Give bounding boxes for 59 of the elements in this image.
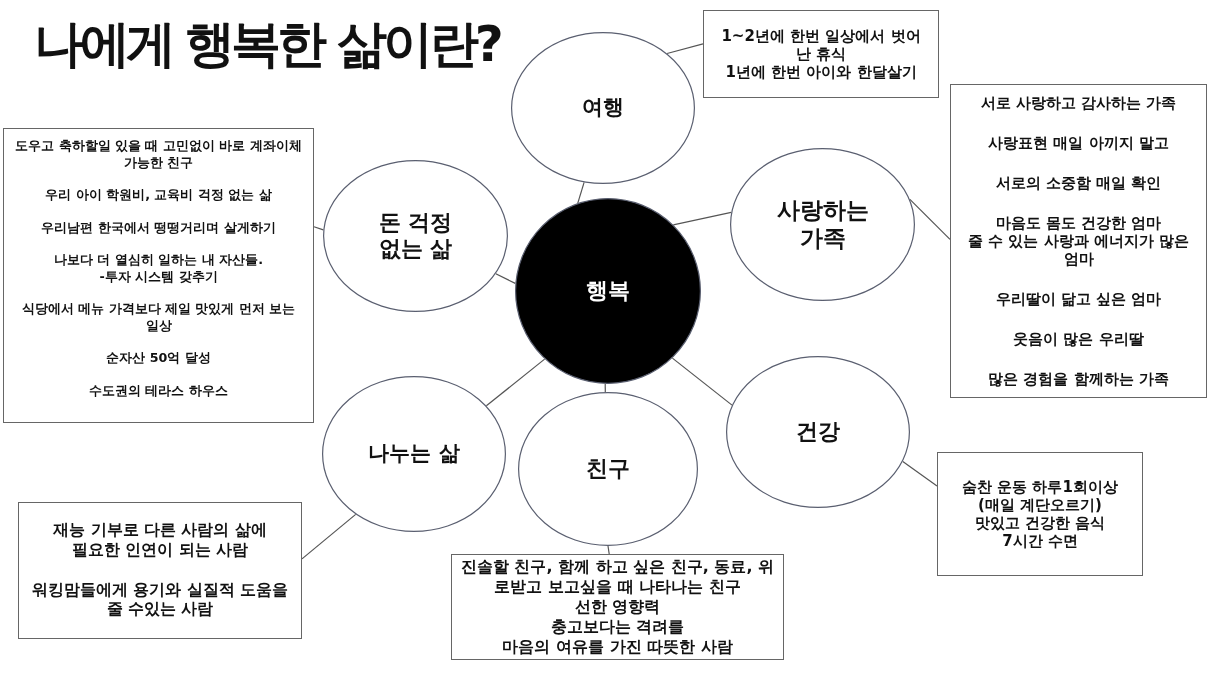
connector-line <box>577 181 585 204</box>
connector-line <box>666 43 704 55</box>
note-box <box>937 452 1143 576</box>
note-box <box>18 502 302 639</box>
topic-label: 여행 <box>581 95 625 121</box>
note-text: -투자 시스템 갖추기 <box>98 268 219 285</box>
note-text: 웃음이 많은 우리딸 <box>1012 330 1145 348</box>
note-text: 진솔할 친구, 함께 하고 싶은 친구, 동료, 위로받고 보고싶을 때 나타나는 친구 <box>460 557 775 597</box>
connector-line <box>672 211 732 226</box>
center-label: 행복 <box>585 277 631 305</box>
connector-line <box>495 273 516 284</box>
note-text: 맛있고 건강한 음식 <box>974 514 1106 532</box>
note-text: 숨찬 운동 하루1회이상 (매일 계단오르기) <box>961 478 1119 514</box>
topic-ellipse <box>322 376 506 532</box>
note-text: 1년에 한번 아이와 한달살기 <box>724 63 918 81</box>
note-box <box>703 10 939 98</box>
note-text: 많은 경험을 함께하는 가족 <box>987 370 1170 388</box>
topic-ellipse <box>726 356 910 508</box>
note-text: 우리남편 한국에서 떵떵거리며 살게하기 <box>40 219 277 236</box>
topic-ellipse <box>730 148 915 301</box>
note-text: 사랑표현 매일 아끼지 말고 <box>987 134 1170 152</box>
topic-ellipse <box>518 392 698 546</box>
note-text: 선한 영향력 <box>574 597 661 617</box>
topic-label: 친구 <box>585 455 631 483</box>
connector-line <box>909 198 951 240</box>
topic-label: 돈 걱정 없는 삶 <box>378 209 453 263</box>
diagram-title: 나에게 행복한 삶이란? <box>34 14 500 74</box>
note-text: 서로의 소중함 매일 확인 <box>995 174 1162 192</box>
note-text: 순자산 50억 달성 <box>105 350 212 367</box>
note-text: 우리딸이 닮고 싶은 엄마 <box>995 290 1162 308</box>
note-text: 충고보다는 격려를 <box>550 617 685 637</box>
topic-ellipse <box>511 32 695 184</box>
connector-line <box>313 226 324 231</box>
note-box <box>950 84 1207 398</box>
note-text: 재능 기부로 다른 사람의 삶에 필요한 인연이 되는 사람 <box>52 521 268 561</box>
note-text: 마음의 여유를 가진 따뜻한 사람 <box>501 637 734 657</box>
note-text: 우리 아이 학원비, 교육비 걱정 없는 삶 <box>44 187 273 204</box>
note-text: 수도권의 테라스 하우스 <box>88 382 229 399</box>
topic-label: 건강 <box>795 418 841 446</box>
note-text: 나보다 더 열심히 일하는 내 자산들. <box>53 252 264 269</box>
note-box <box>3 128 314 423</box>
note-text: 워킹맘들에게 용기와 실질적 도움을 줄 수있는 사람 <box>31 580 289 620</box>
center-circle <box>515 198 701 384</box>
connector-line <box>301 513 357 560</box>
note-text: 식당에서 메뉴 가격보다 제일 맛있게 먼저 보는 일상 <box>21 301 296 334</box>
note-text: 7시간 수면 <box>1001 532 1079 550</box>
topic-ellipse <box>323 160 508 312</box>
note-text: 도우고 축하할일 있을 때 고민없이 바로 계좌이체 가능한 친구 <box>14 138 303 171</box>
note-box <box>451 554 784 660</box>
connector-line <box>902 460 938 487</box>
topic-label: 사랑하는 가족 <box>776 196 869 253</box>
note-text: 1~2년에 한번 일상에서 벗어난 휴식 <box>720 27 922 63</box>
connector-line <box>607 545 610 555</box>
connector-line <box>485 358 546 407</box>
topic-label: 나누는 삶 <box>367 441 461 467</box>
note-text: 줄 수 있는 사랑과 에너지가 많은 엄마 <box>967 232 1190 268</box>
connector-line <box>671 357 733 406</box>
note-text: 서로 사랑하고 감사하는 가족 <box>980 94 1177 112</box>
note-text: 마음도 몸도 건강한 엄마 <box>995 214 1162 232</box>
